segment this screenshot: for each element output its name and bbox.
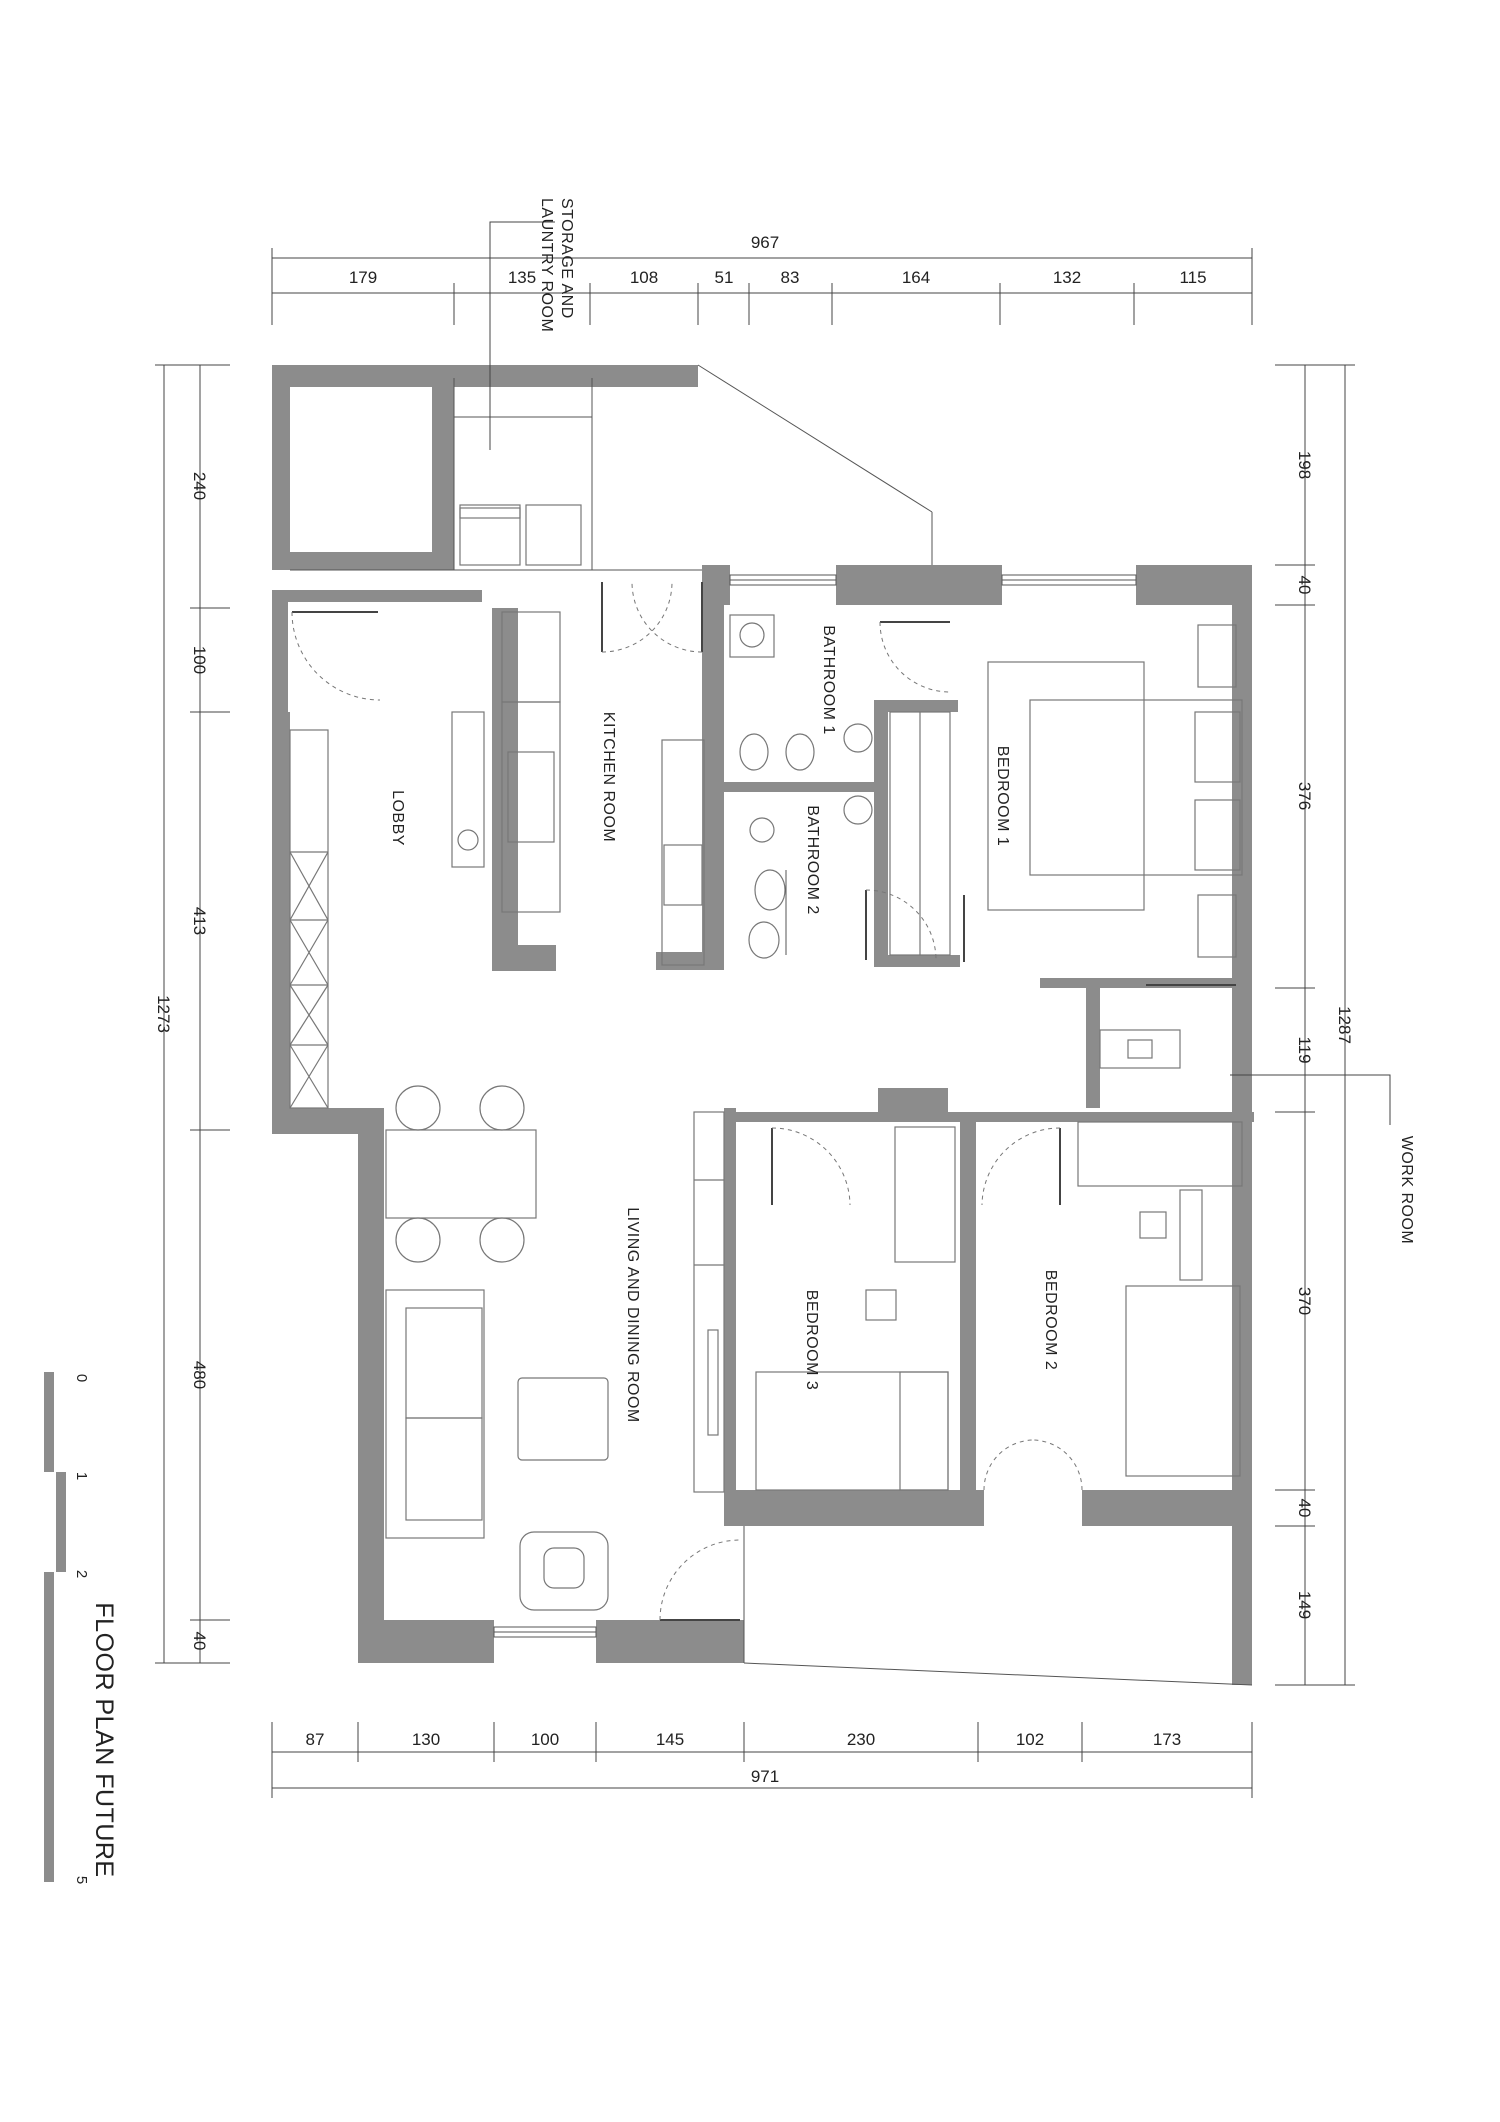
dim-bottom-6: 173 (1153, 1730, 1181, 1749)
plan-title: FLOOR PLAN FUTURE (90, 1602, 118, 1877)
dimension-lines (155, 221, 1391, 1798)
dim-top-6: 132 (1053, 268, 1081, 287)
dim-left-1: 100 (190, 646, 209, 674)
dim-bottom-2: 100 (531, 1730, 559, 1749)
label-living: LIVING AND DINING ROOM (624, 1207, 641, 1422)
dim-top-5: 164 (902, 268, 930, 287)
windows (493, 574, 1137, 1638)
dim-left-4: 40 (190, 1632, 209, 1651)
label-laundry: LAUNTRY ROOM (538, 198, 555, 332)
label-bedroom-3: BEDROOM 3 (803, 1290, 820, 1391)
label-lobby: LOBBY (389, 790, 406, 846)
dim-right-total: 1287 (1335, 1006, 1354, 1044)
dim-bottom-0: 87 (306, 1730, 325, 1749)
scale-1: 1 (73, 1472, 90, 1480)
dim-top-3: 51 (715, 268, 734, 287)
dim-bottom-total: 971 (751, 1767, 779, 1786)
label-kitchen: KITCHEN ROOM (600, 712, 617, 842)
dim-top-7: 115 (1179, 268, 1206, 287)
outlines (290, 364, 1253, 1686)
scale-bar (44, 1372, 66, 1882)
dim-bottom-5: 102 (1016, 1730, 1044, 1749)
dim-top-2: 108 (630, 268, 658, 287)
label-bathroom-2: BATHROOM 2 (804, 805, 821, 915)
label-bedroom-2: BEDROOM 2 (1042, 1270, 1059, 1371)
dim-left-2: 413 (190, 907, 209, 935)
dim-top-4: 83 (781, 268, 800, 287)
label-bedroom-1: BEDROOM 1 (994, 746, 1011, 847)
dim-bottom-3: 145 (656, 1730, 684, 1749)
dim-top-0: 179 (349, 268, 377, 287)
label-bathroom-1: BATHROOM 1 (820, 625, 837, 735)
scale-5: 5 (73, 1876, 90, 1884)
label-work-room: WORK ROOM (1398, 1136, 1415, 1245)
dim-right-3: 119 (1295, 1036, 1314, 1063)
walls (272, 365, 1254, 1685)
dim-bottom-1: 130 (412, 1730, 440, 1749)
scale-2: 2 (73, 1570, 90, 1578)
dim-bottom-4: 230 (847, 1730, 875, 1749)
dim-right-1: 40 (1295, 576, 1314, 595)
dim-right-5: 40 (1295, 1499, 1314, 1518)
dim-top-total: 967 (751, 233, 779, 252)
dim-left-0: 240 (190, 472, 209, 500)
dim-left-total: 1273 (154, 995, 173, 1033)
dim-right-6: 149 (1295, 1591, 1314, 1619)
scale-0: 0 (73, 1374, 90, 1382)
dim-right-2: 376 (1295, 782, 1314, 810)
dim-right-4: 370 (1295, 1287, 1314, 1315)
dim-right-0: 198 (1295, 451, 1314, 479)
doors (291, 581, 1236, 1621)
dim-top-1: 135 (508, 268, 536, 287)
label-storage: STORAGE AND (558, 198, 575, 319)
dim-left-3: 480 (190, 1361, 209, 1389)
furniture (289, 504, 1243, 1611)
